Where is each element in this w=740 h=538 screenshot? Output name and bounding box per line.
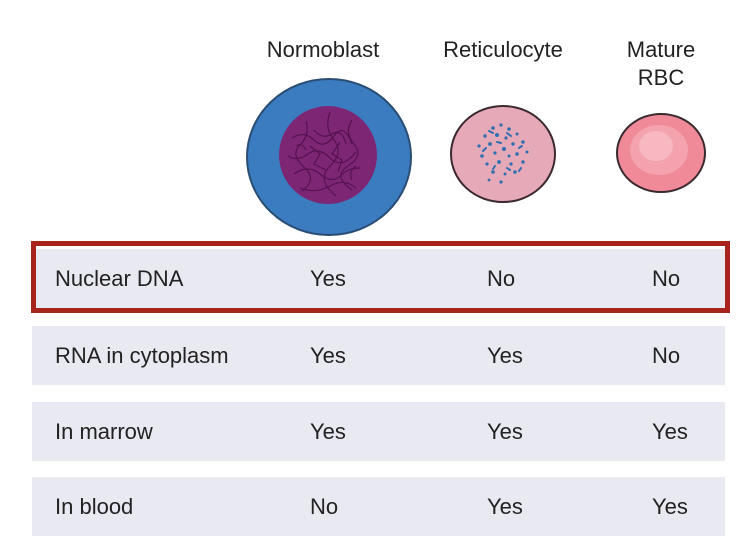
row-label: Nuclear DNA (55, 266, 184, 291)
reticulocyte-cell-icon (450, 105, 556, 203)
table-row-in-blood: In blood No Yes Yes (32, 477, 725, 536)
table-row-in-marrow: In marrow Yes Yes Yes (32, 402, 725, 461)
cell-normoblast: Yes (310, 266, 346, 291)
cell-mature-rbc: No (652, 266, 681, 291)
cell-mature-rbc: Yes (652, 494, 688, 519)
cell-mature-rbc: Yes (652, 419, 688, 444)
cell-normoblast: Yes (310, 343, 346, 368)
table-row-rna-in-cytoplasm: RNA in cytoplasm Yes Yes No (32, 326, 725, 385)
cell-reticulocyte: No (487, 266, 516, 291)
cell-reticulocyte: Yes (487, 419, 523, 444)
row-label: RNA in cytoplasm (55, 343, 229, 368)
row-label: In marrow (55, 419, 153, 444)
cell-normoblast: Yes (310, 419, 346, 444)
normoblast-cell-icon (246, 78, 412, 236)
column-header-reticulocyte: Reticulocyte (443, 37, 563, 62)
cell-reticulocyte: Yes (487, 494, 523, 519)
cell-normoblast: No (310, 494, 339, 519)
column-header-normoblast: Normoblast (266, 37, 380, 62)
mature-rbc-cell-icon (616, 113, 706, 193)
column-header-mature-rbc: Mature RBC (626, 37, 696, 90)
table-row-nuclear-dna: Nuclear DNA Yes No No (32, 249, 725, 308)
cell-reticulocyte: Yes (487, 343, 523, 368)
cell-mature-rbc: No (652, 343, 681, 368)
row-label: In blood (55, 494, 134, 519)
